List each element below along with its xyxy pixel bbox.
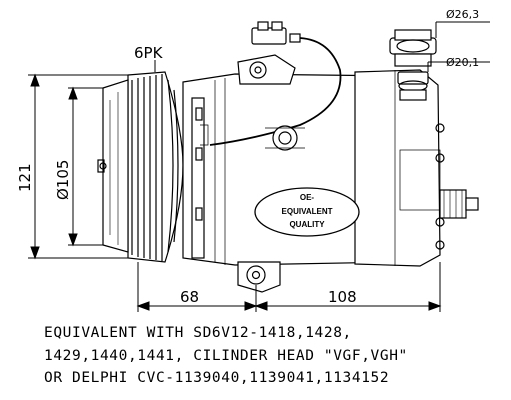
dimension-lines xyxy=(28,21,490,312)
caption-line: 1429,1440,1441, CILINDER HEAD "VGF,VGH" xyxy=(44,347,408,364)
center-port xyxy=(265,125,305,151)
oe-quality-badge: OE- EQUIVALENT QUALITY xyxy=(254,187,360,237)
relief-valve xyxy=(439,189,479,219)
bottom-mount xyxy=(237,261,281,293)
outlet-diameter-label: Ø26,3 xyxy=(446,8,479,21)
belt-label: 6PK xyxy=(134,44,164,62)
pulley-diameter-label: Ø105 xyxy=(54,160,72,200)
electrical-connector xyxy=(209,21,342,146)
port-fittings xyxy=(389,29,437,101)
cylinder-head xyxy=(354,69,445,267)
svg-text:EQUIVALENT: EQUIVALENT xyxy=(282,207,333,216)
caption-line: EQUIVALENT WITH SD6V12-1418,1428, xyxy=(44,325,352,341)
compatibility-caption: EQUIVALENT WITH SD6V12-1418,1428, 1429,1… xyxy=(44,322,504,390)
svg-text:OE-: OE- xyxy=(300,193,315,202)
top-mount xyxy=(237,54,296,85)
height-label: 121 xyxy=(16,163,34,192)
svg-text:QUALITY: QUALITY xyxy=(289,220,325,229)
inlet-diameter-label: Ø20,1 xyxy=(446,56,479,69)
caption-line: OR DELPHI CVC-1139040,1139041,1134152 xyxy=(44,370,390,386)
mount-to-rear-label: 108 xyxy=(328,288,357,306)
pulley xyxy=(97,71,184,263)
pulley-to-mount-label: 68 xyxy=(180,288,199,306)
